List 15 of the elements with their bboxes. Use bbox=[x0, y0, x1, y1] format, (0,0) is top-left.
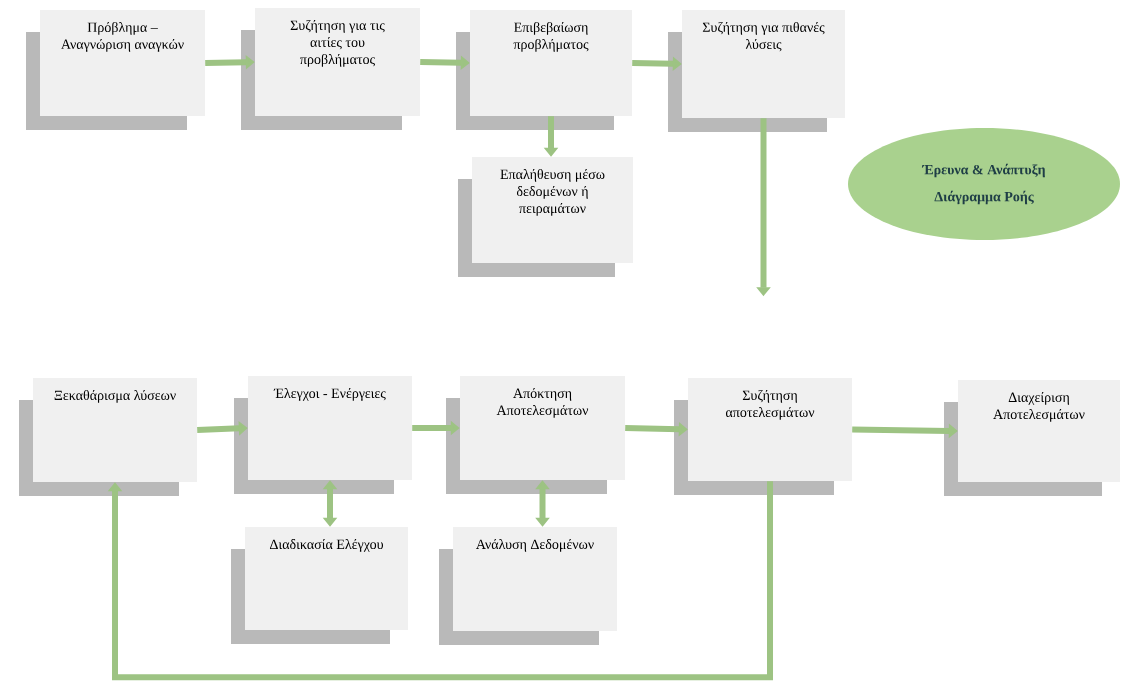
process-box: Συζήτηση αποτελεσμάτων bbox=[674, 378, 852, 495]
process-box: Ξεκαθάρισμα λύσεων bbox=[19, 378, 197, 496]
process-box: Επιβεβαίωση προβλήματος bbox=[456, 10, 632, 130]
process-box: Διαδικασία Ελέγχου bbox=[231, 527, 408, 644]
process-box: Έλεγχοι - Ενέργειες bbox=[234, 376, 412, 494]
process-box: Συζήτηση για τις αιτίες του προβλήματος bbox=[241, 8, 420, 130]
process-box: Απόκτηση Αποτελεσμάτων bbox=[446, 376, 625, 494]
process-box: Συζήτηση για πιθανές λύσεις bbox=[668, 10, 845, 132]
process-box: Επαλήθευση μέσω δεδομένων ή πειραμάτων bbox=[458, 157, 633, 277]
process-box: Διαχείριση Αποτελεσμάτων bbox=[944, 380, 1120, 496]
arrow bbox=[107, 481, 773, 681]
arrow bbox=[322, 480, 338, 527]
process-box: Ανάλυση Δεδομένων bbox=[439, 527, 617, 645]
process-box: Πρόβλημα – Αναγνώριση αναγκών bbox=[26, 10, 205, 130]
arrow bbox=[535, 480, 550, 527]
